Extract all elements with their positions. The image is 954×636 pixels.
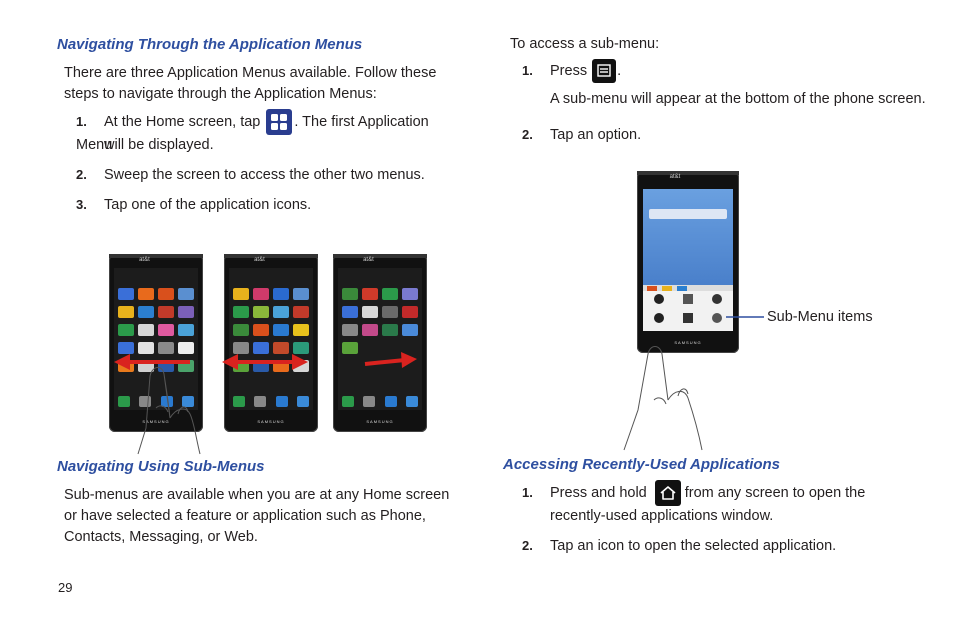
step-text: At the Home screen, tap — [104, 113, 261, 130]
step-text: Tap one of the application icons. — [104, 197, 312, 213]
step-text: Press — [550, 62, 588, 79]
page-number: 29 — [58, 580, 73, 595]
brand-label: SAMSUNG — [257, 419, 285, 424]
step-text: Tap an icon to open the selected applica… — [550, 538, 837, 554]
carrier-logo: at&t — [363, 257, 374, 263]
step-number: 2. — [522, 538, 533, 553]
step-number: 1. — [522, 62, 533, 78]
section-heading-recent-apps: Accessing Recently-Used Applications — [503, 456, 781, 473]
step-number: 2. — [76, 167, 87, 182]
phone-image-submenu: at&t SAMSUNG — [637, 171, 739, 353]
callout-line — [726, 316, 764, 318]
menu-key-icon — [592, 59, 617, 83]
application-menu-icon — [266, 109, 293, 135]
step-3: 3. Tap one of the application icons. — [76, 194, 311, 216]
brand-label: SAMSUNG — [142, 419, 170, 424]
step-text: Sweep the screen to access the other two… — [104, 167, 425, 183]
step-2: 2. Sweep the screen to access the other t… — [76, 164, 425, 186]
swipe-arrows — [114, 352, 417, 370]
step-text-after: from any screen to open the — [684, 484, 866, 501]
right-step-2: 2. Tap an option. — [522, 124, 641, 146]
right-step-1: 1. Press . — [522, 59, 621, 83]
brand-label: SAMSUNG — [674, 340, 702, 345]
carrier-logo: at&t — [254, 257, 265, 263]
step-text: Tap an option. — [550, 127, 642, 143]
step-number: 1. — [522, 484, 533, 500]
brand-label: SAMSUNG — [366, 419, 394, 424]
step-1: 1. At the Home screen, tap . The first Ap… — [76, 109, 466, 156]
recent-step-2: 2. Tap an icon to open the selected appli… — [522, 535, 836, 557]
hand-press-illustration — [623, 346, 703, 451]
step-text: Press and hold — [550, 484, 647, 501]
step-number: 2. — [522, 127, 533, 142]
phone-image-app-menu-3: at&t SAMSUNG — [333, 254, 427, 432]
submenu-intro: To access a sub-menu: — [510, 36, 660, 52]
recent-step-1: 1. Press and hold from any screen to open… — [522, 480, 865, 506]
step-number: 3. — [76, 197, 87, 212]
submenu-items-callout: Sub-Menu items — [767, 309, 873, 325]
step-text-after: . The first Application Menu — [76, 113, 429, 153]
step-1-continued: will be displayed. — [104, 137, 214, 153]
home-key-icon — [654, 480, 681, 506]
phone-image-app-menu-1: at&t SAMSUNG — [109, 254, 203, 432]
submenu-paragraph: Sub-menus are available when you are at … — [64, 487, 450, 545]
section-heading-sub-menus: Navigating Using Sub-Menus — [57, 458, 265, 475]
hand-gesture-illustration — [137, 367, 201, 455]
step-number: 1. — [76, 113, 87, 129]
intro-paragraph: There are three Application Menus availa… — [64, 65, 437, 102]
phone-image-app-menu-2: at&t SAMSUNG — [224, 254, 318, 432]
right-step-1-continued: A sub-menu will appear at the bottom of … — [550, 91, 926, 107]
carrier-logo: at&t — [139, 257, 150, 263]
step-text-after: . — [617, 62, 622, 79]
carrier-logo: at&t — [669, 174, 681, 180]
recent-step-1-continued: recently-used applications window. — [550, 508, 774, 524]
section-heading-application-menus: Navigating Through the Application Menus — [57, 36, 363, 53]
